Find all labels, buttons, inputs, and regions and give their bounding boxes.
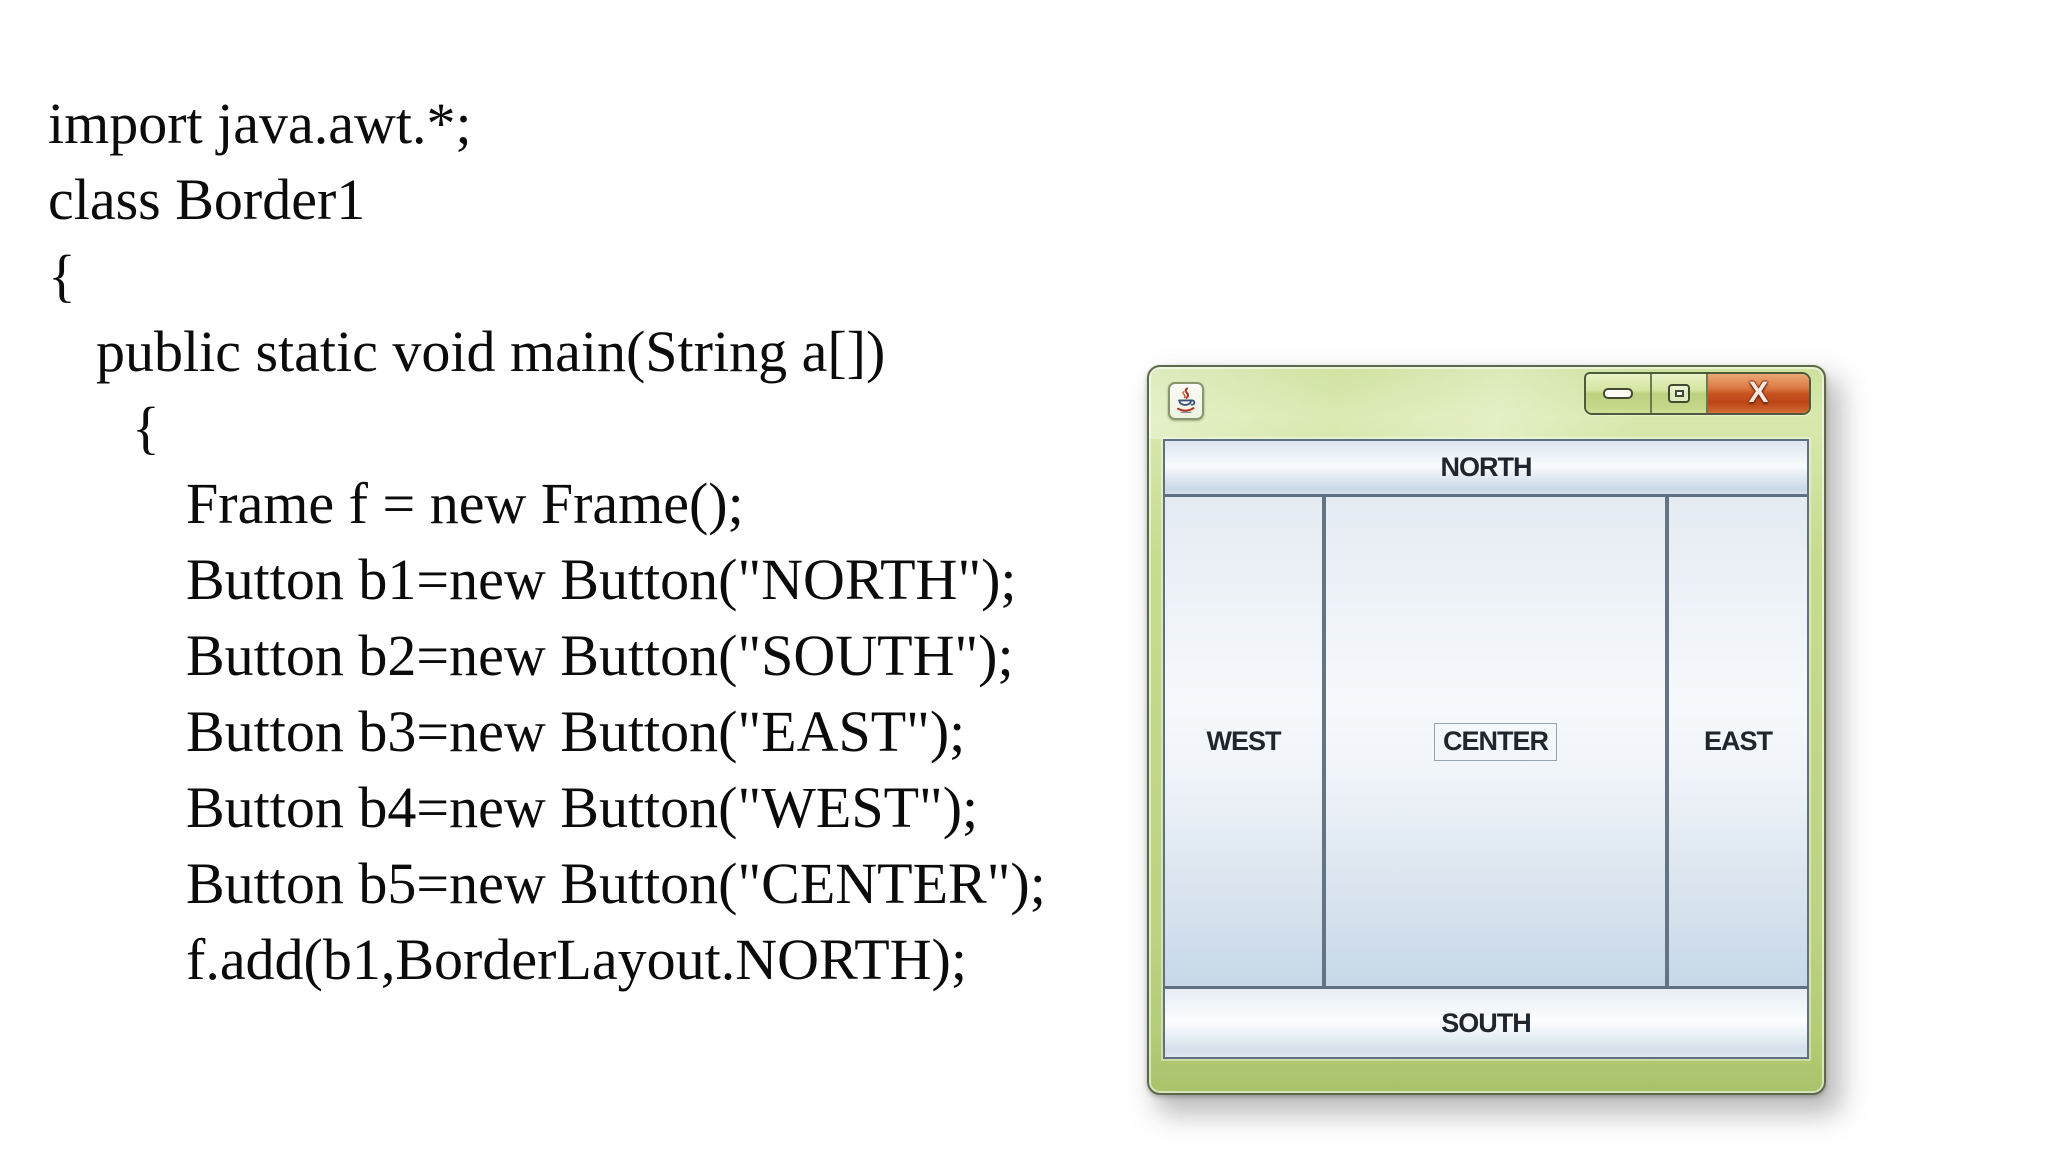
code-line: { (48, 243, 76, 308)
south-button-label: SOUTH (1441, 1007, 1531, 1038)
java-coffee-cup-icon (1168, 382, 1204, 420)
close-button[interactable]: X (1708, 374, 1809, 413)
maximize-icon (1668, 384, 1690, 403)
window-controls: X (1584, 372, 1811, 415)
focus-rectangle: CENTER (1433, 722, 1557, 761)
close-icon: X (1748, 375, 1769, 409)
code-block: import java.awt.*; class Border1 { public s… (48, 86, 1046, 998)
north-button-label: NORTH (1440, 452, 1533, 482)
code-line: Button b4=new Button("WEST"); (186, 775, 979, 840)
minimize-button[interactable] (1586, 374, 1652, 413)
center-button-label: CENTER (1442, 725, 1549, 756)
java-frame-window: X NORTH WEST CENTER EAST (1147, 365, 1826, 1095)
border-layout-panel: NORTH WEST CENTER EAST SOUTH (1163, 439, 1809, 1059)
code-line: Button b1=new Button("NORTH"); (186, 547, 1017, 612)
north-button[interactable]: NORTH (1165, 441, 1807, 497)
center-button[interactable]: CENTER (1322, 497, 1669, 986)
code-line: Button b2=new Button("SOUTH"); (186, 623, 1014, 688)
code-line: Button b3=new Button("EAST"); (186, 699, 966, 764)
code-line: class Border1 (48, 167, 366, 232)
maximize-button[interactable] (1652, 374, 1708, 413)
west-button-label: WEST (1206, 726, 1282, 756)
code-line: import java.awt.*; (48, 91, 472, 156)
minimize-icon (1603, 388, 1633, 399)
code-line: { (132, 395, 160, 460)
south-button[interactable]: SOUTH (1165, 986, 1807, 1057)
java-coffee-cup-glyph (1177, 387, 1196, 413)
code-line: Button b5=new Button("CENTER"); (186, 851, 1046, 916)
middle-row: WEST CENTER EAST (1165, 497, 1807, 986)
code-line: Frame f = new Frame(); (186, 471, 744, 536)
code-line: f.add(b1,BorderLayout.NORTH); (186, 927, 967, 992)
east-button[interactable]: EAST (1669, 497, 1807, 986)
west-button[interactable]: WEST (1165, 497, 1322, 986)
code-line: public static void main(String a[]) (96, 319, 886, 384)
east-button-label: EAST (1703, 726, 1773, 756)
